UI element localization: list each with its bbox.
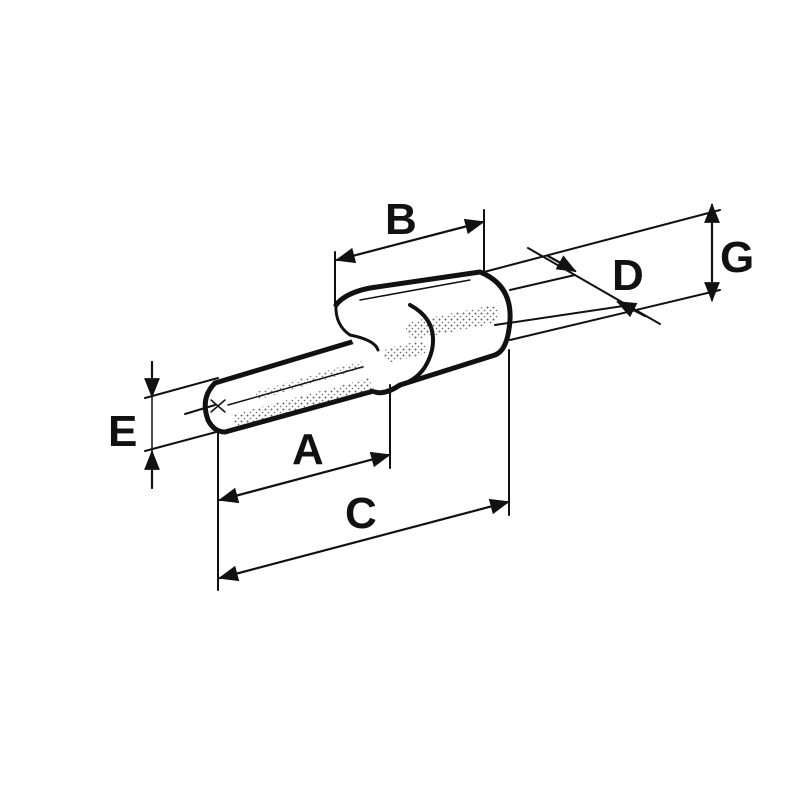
label-b: B bbox=[385, 195, 417, 244]
label-d: D bbox=[612, 251, 644, 300]
label-e: E bbox=[108, 407, 138, 456]
insulating-collar bbox=[333, 269, 513, 396]
label-c: C bbox=[345, 489, 377, 538]
label-g: G bbox=[720, 233, 755, 282]
dimension-arrows bbox=[144, 203, 720, 582]
label-a: A bbox=[292, 425, 324, 474]
